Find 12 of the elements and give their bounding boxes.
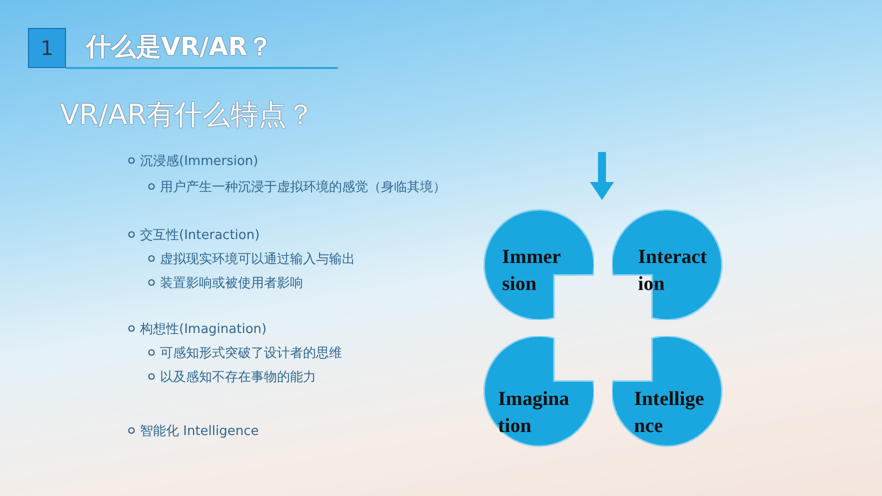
subtitle: VR/AR有什么特点？ xyxy=(60,97,315,133)
bullet-text: 以及感知不存在事物的能力 xyxy=(160,369,316,386)
bullet-text: 装置影响或被使用者影响 xyxy=(160,275,303,292)
bullet-heading: 构想性(Imagination) xyxy=(140,321,267,338)
bullet-heading: 沉浸感(Immersion) xyxy=(140,153,258,170)
bullet-heading: 交互性(Interaction) xyxy=(140,227,260,244)
bullet-text: 可感知形式突破了设计者的思维 xyxy=(160,345,342,362)
bullet-heading: 智能化 Intelligence xyxy=(140,423,259,440)
slide-title: 什么是VR/AR？ xyxy=(86,31,272,63)
number-box: 1 xyxy=(28,28,66,68)
bullet-text: 虚拟现实环境可以通过输入与输出 xyxy=(160,251,355,268)
bullet-text: 用户产生一种沉浸于虚拟环境的感觉（身临其境） xyxy=(160,179,446,196)
